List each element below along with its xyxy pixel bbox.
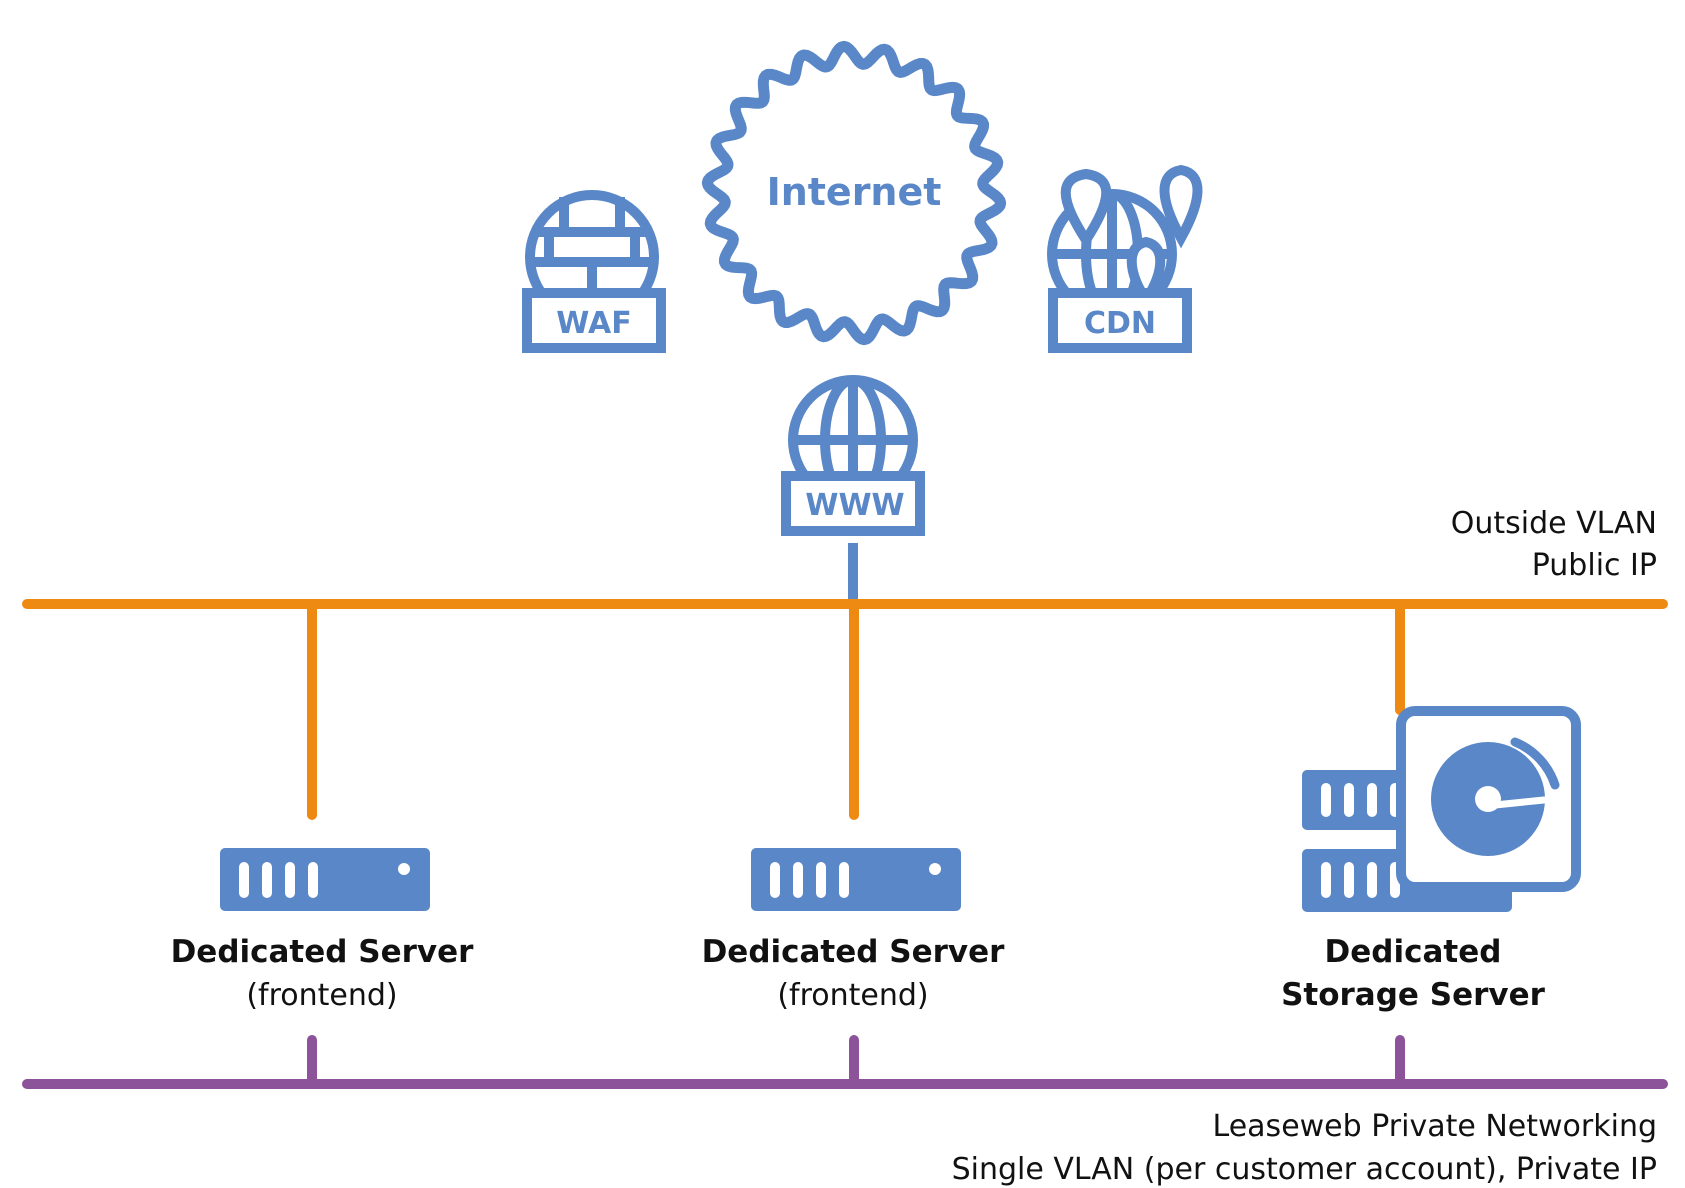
public-network-line1: Outside VLAN	[1451, 506, 1657, 541]
server-2-subtitle: (frontend)	[777, 978, 928, 1013]
private-network-line1: Leaseweb Private Networking	[1213, 1109, 1657, 1144]
public-network-line2: Public IP	[1532, 548, 1657, 583]
server-node-2: Dedicated Server (frontend)	[702, 848, 1006, 1013]
www-label: WWW	[805, 488, 904, 523]
cdn-node: CDN	[1047, 164, 1203, 353]
server-icon	[220, 848, 430, 911]
private-network	[22, 1035, 1668, 1089]
www-node: WWW	[781, 375, 925, 602]
storage-server-node: Dedicated Storage Server	[1281, 706, 1581, 1013]
internet-cloud: Internet	[701, 40, 1007, 346]
private-network-line2: Single VLAN (per customer account), Priv…	[952, 1152, 1657, 1187]
server-node-1: Dedicated Server (frontend)	[171, 848, 475, 1013]
waf-label-box	[522, 288, 666, 353]
www-label-box	[781, 471, 925, 536]
storage-server-icon	[1302, 706, 1581, 912]
cdn-label: CDN	[1084, 306, 1156, 341]
server-1-subtitle: (frontend)	[246, 978, 397, 1013]
cdn-label-box	[1048, 288, 1192, 353]
public-network	[22, 599, 1668, 820]
storage-server-subtitle: Storage Server	[1281, 977, 1546, 1013]
waf-label: WAF	[556, 306, 631, 341]
internet-label: Internet	[767, 170, 942, 214]
disk-icon	[1431, 737, 1560, 856]
server-icon	[751, 848, 961, 911]
server-1-title: Dedicated Server	[171, 934, 475, 970]
cloud-outline-icon	[701, 40, 1007, 346]
server-2-title: Dedicated Server	[702, 934, 1006, 970]
storage-server-title: Dedicated	[1325, 934, 1502, 970]
waf-node: WAF	[522, 190, 666, 353]
